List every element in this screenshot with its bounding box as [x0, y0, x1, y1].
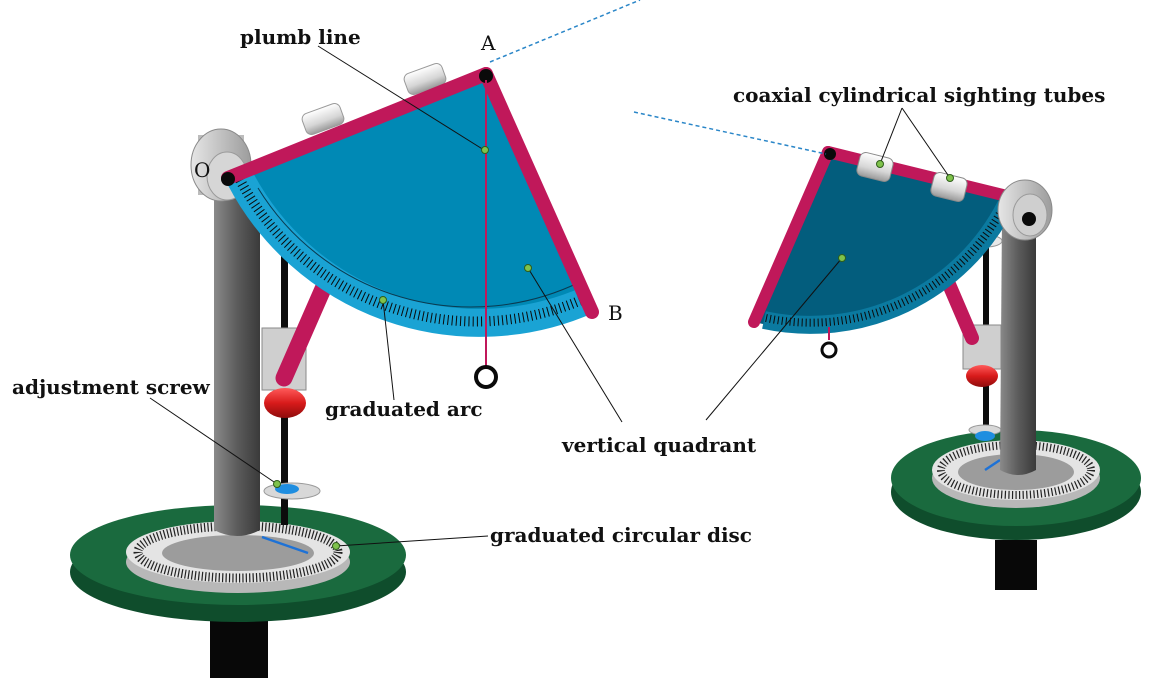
- dot-coaxial-tube-1: [876, 160, 884, 168]
- leader-coaxial-tube-2: [901, 107, 951, 179]
- right-pivot-top: [824, 148, 836, 160]
- right-frame-edge-left: [748, 146, 834, 328]
- dot-quadrant-right: [838, 254, 846, 262]
- point-label-a: A: [480, 31, 496, 55]
- dot-graduated-disc: [332, 542, 340, 550]
- left-disc-pointer: [261, 535, 309, 555]
- left-sight-tube-2: [403, 63, 447, 95]
- anchor-dots: [273, 146, 954, 550]
- dot-adjustment-screw: [273, 480, 281, 488]
- label-coaxial-tubes: coaxial cylindrical sighting tubes: [733, 83, 1105, 107]
- left-screw-collar: [275, 484, 299, 494]
- right-sight-line: [633, 111, 827, 155]
- point-label-o: O: [194, 158, 210, 182]
- label-graduated-arc: graduated arc: [325, 397, 483, 421]
- left-frame-edge-ab: [479, 67, 599, 319]
- left-frame-edge-oa: [221, 67, 493, 185]
- left-disc-ticks: [133, 521, 343, 583]
- dot-quadrant-left: [524, 264, 532, 272]
- left-pivot-o: [221, 172, 235, 186]
- left-sight-tube-1: [301, 103, 345, 135]
- dot-graduated-arc: [379, 296, 387, 304]
- label-graduated-disc: graduated circular disc: [490, 523, 752, 547]
- left-red-knob: [264, 388, 306, 418]
- right-red-knob: [966, 365, 998, 387]
- left-pivot-a: [479, 69, 493, 83]
- leader-plumb-line: [317, 45, 485, 151]
- label-adjustment-screw: adjustment screw: [12, 375, 211, 399]
- label-plumb-line: plumb line: [240, 25, 361, 49]
- left-disc-hub: [162, 535, 314, 571]
- label-vertical-quadrant: vertical quadrant: [561, 433, 757, 457]
- left-main-post: [214, 190, 260, 536]
- text-labels: plumb line coaxial cylindrical sighting …: [12, 25, 1105, 547]
- right-disc-pointer: [984, 458, 1001, 472]
- left-instrument: [70, 0, 641, 678]
- right-pulley-axle: [1022, 212, 1036, 226]
- dot-plumb-line: [481, 146, 489, 154]
- leader-graduated-disc: [335, 535, 489, 547]
- leader-lines: [149, 45, 951, 547]
- left-support-arm: [275, 273, 335, 387]
- point-label-b: B: [608, 301, 623, 325]
- dot-coaxial-tube-2: [946, 174, 954, 182]
- right-plumb-bob: [820, 341, 838, 359]
- leader-adjustment-screw: [149, 397, 278, 485]
- left-sight-line: [489, 0, 641, 63]
- leader-vertical-quadrant-left: [527, 267, 623, 423]
- left-graduated-arc-inner: [257, 187, 581, 308]
- right-main-post: [1000, 215, 1036, 475]
- right-stand-pole: [995, 540, 1037, 590]
- leader-graduated-arc: [382, 299, 395, 401]
- leader-coaxial-tube-1: [879, 107, 903, 165]
- right-sight-tube-1: [856, 152, 894, 182]
- left-plumb-bob: [474, 365, 498, 389]
- right-screw-collar: [975, 431, 995, 441]
- right-instrument: [633, 111, 1141, 590]
- right-disc-ticks: [937, 441, 1095, 499]
- leader-vertical-quadrant-right: [705, 257, 843, 421]
